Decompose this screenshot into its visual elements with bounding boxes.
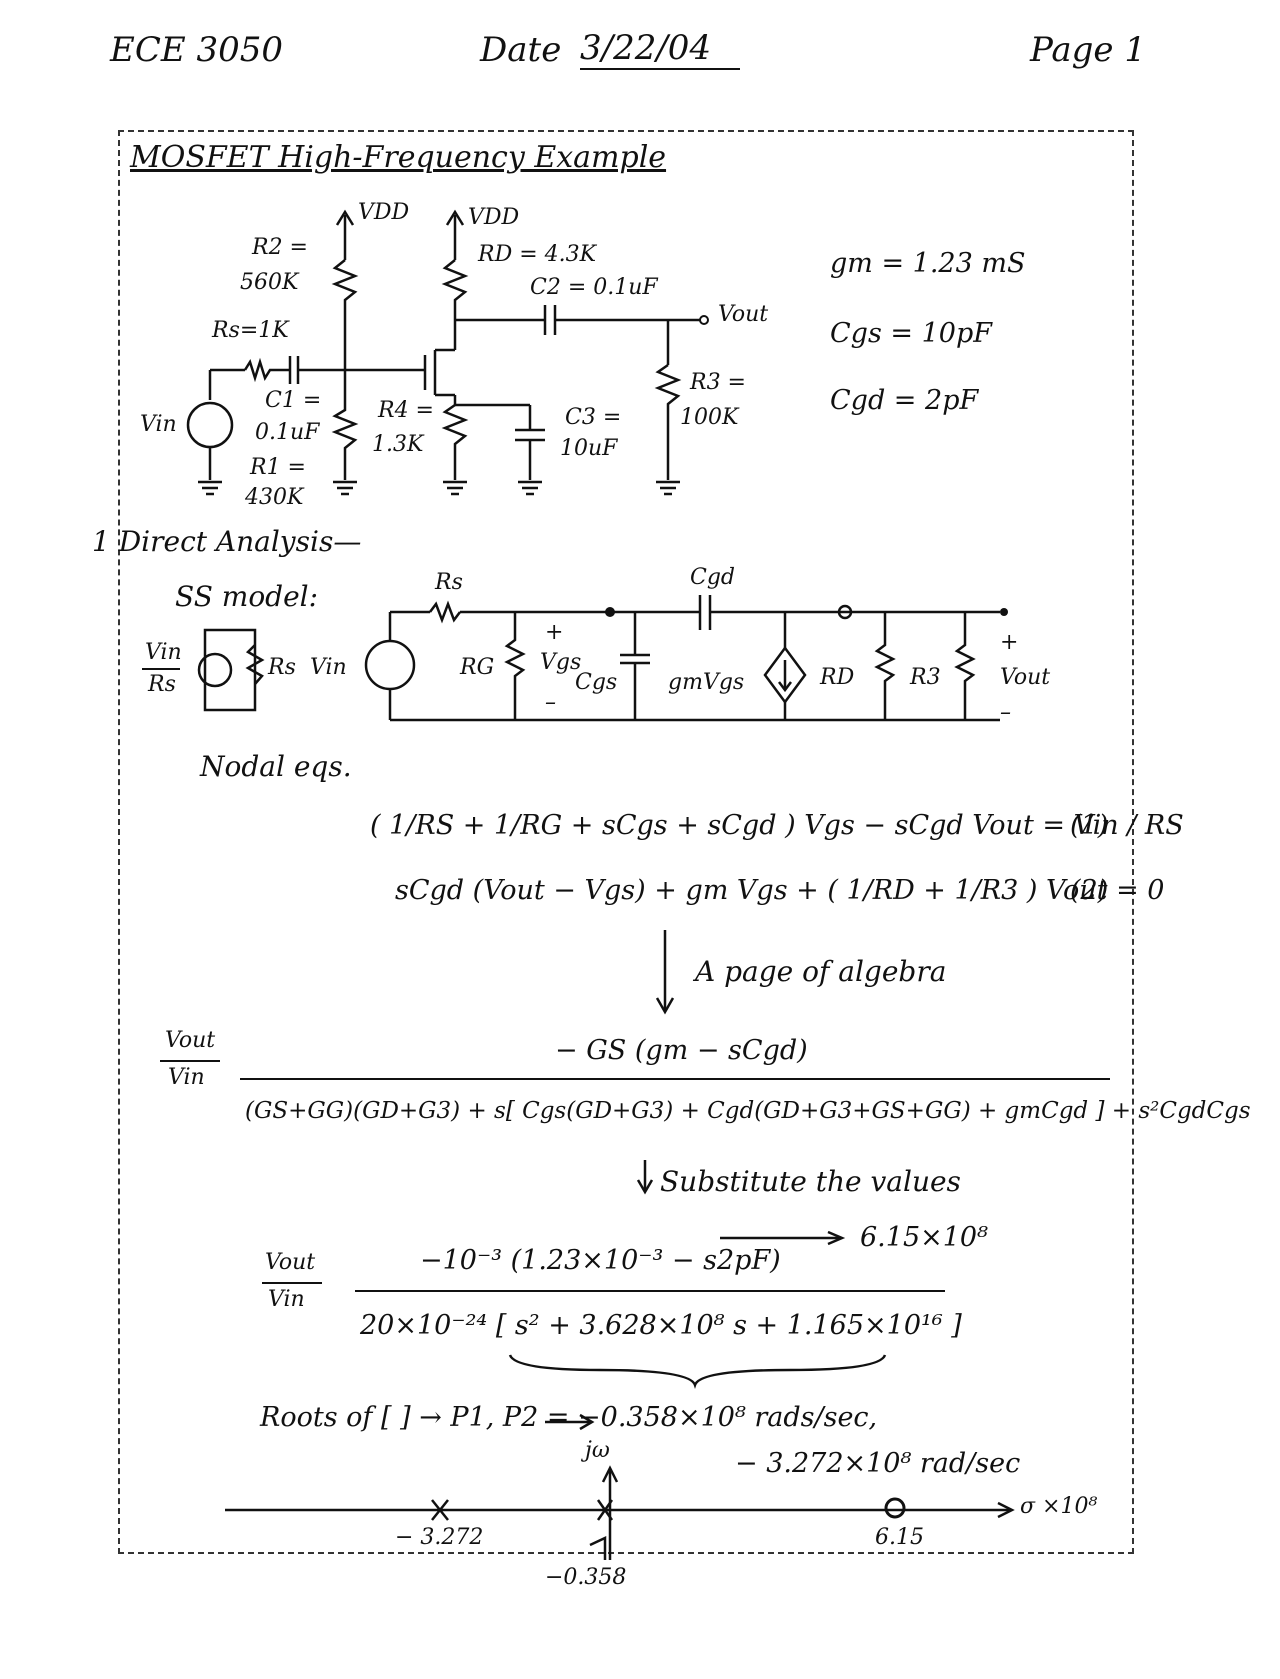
- date-label: Date: [480, 30, 562, 70]
- c3-value: 10uF: [560, 436, 618, 461]
- section-title: MOSFET High-Frequency Example: [130, 140, 667, 175]
- nodal-eq-2-number: (2): [1070, 875, 1109, 906]
- tf-lhs-bar: [160, 1060, 220, 1062]
- r4-value: 1.3K: [372, 432, 424, 457]
- c2-label: C2 = 0.1uF: [530, 275, 658, 300]
- substitute-note: Substitute the values: [660, 1165, 961, 1198]
- page-number: Page 1: [1030, 30, 1146, 70]
- r2-label: R2 =: [252, 235, 308, 260]
- ss-vout: Vout: [1000, 665, 1051, 690]
- r4-label: R4 =: [378, 398, 434, 423]
- c1-label: C1 =: [265, 388, 322, 413]
- ss-src-fraction-bar: [142, 668, 180, 670]
- vdd-label-2: VDD: [468, 205, 520, 230]
- sub-fraction-bar: [355, 1290, 945, 1292]
- cgs-value: Cgs = 10pF: [830, 318, 992, 349]
- tf-lhs-num: Vout: [165, 1028, 216, 1053]
- sub-lhs-den: Vin: [268, 1287, 305, 1312]
- r2-value: 560K: [240, 270, 299, 295]
- nodal-eq-1: ( 1/RS + 1/RG + sCgs + sCgd ) Vgs − sCgd…: [370, 810, 1184, 841]
- vin-label: Vin: [140, 412, 177, 437]
- ss-r3: R3: [910, 665, 941, 690]
- algebra-note: A page of algebra: [695, 955, 947, 988]
- ss-minus-vgs: –: [545, 690, 556, 715]
- pole-2-label: −0.358: [545, 1565, 627, 1590]
- ss-src-num: Vin: [145, 640, 182, 665]
- ss-minus-vout: –: [1000, 700, 1011, 725]
- r1-value: 430K: [245, 485, 304, 510]
- tf-denominator: (GS+GG)(GD+G3) + s[ Cgs(GD+G3) + Cgd(GD+…: [245, 1098, 1251, 1124]
- ss-plus-vout: +: [1000, 630, 1019, 655]
- sub-denominator: 20×10⁻²⁴ [ s² + 3.628×10⁸ s + 1.165×10¹⁶…: [360, 1310, 962, 1341]
- roots-text: Roots of [ ] → P1, P2 = −0.358×10⁸ rads/…: [260, 1402, 878, 1433]
- zero-label: 6.15: [875, 1525, 924, 1550]
- ss-rs: Rs: [435, 570, 463, 595]
- ss-vin: Vin: [310, 655, 347, 680]
- ss-gmvgs: gmVgs: [668, 670, 745, 695]
- tf-lhs-den: Vin: [168, 1065, 205, 1090]
- nodal-label: Nodal eqs.: [200, 750, 352, 783]
- ss-model-label: SS model:: [175, 580, 319, 613]
- tf-fraction-bar: [240, 1078, 1110, 1080]
- r3-value: 100K: [680, 405, 739, 430]
- cgd-value: Cgd = 2pF: [830, 385, 979, 416]
- course-title: ECE 3050: [110, 30, 283, 70]
- ss-src-den: Rs: [148, 672, 176, 697]
- ss-rg: RG: [460, 655, 495, 680]
- ss-cgd: Cgd: [690, 565, 735, 590]
- c1-value: 0.1uF: [255, 420, 320, 445]
- c3-label: C3 =: [565, 405, 622, 430]
- ss-rd: RD: [820, 665, 855, 690]
- vdd-label-1: VDD: [358, 200, 410, 225]
- r1-label: R1 =: [250, 455, 306, 480]
- pole-1-label: − 3.272: [395, 1525, 484, 1550]
- direct-analysis-heading: 1 Direct Analysis—: [92, 525, 362, 558]
- date-value: 3/22/04: [580, 28, 740, 70]
- ss-vgs: Vgs: [540, 650, 582, 675]
- ss-rs-left: Rs: [268, 655, 296, 680]
- nodal-eq-1-number: (1): [1070, 810, 1109, 841]
- rd-label: RD = 4.3K: [478, 242, 597, 267]
- ss-plus-vgs: +: [545, 620, 564, 645]
- gm-value: gm = 1.23 mS: [830, 248, 1026, 279]
- dashed-frame: [118, 130, 1134, 1554]
- sigma-axis-label: σ ×10⁸: [1020, 1494, 1098, 1519]
- zero-note: 6.15×10⁸: [860, 1222, 988, 1253]
- tf-numerator: − GS (gm − sCgd): [555, 1035, 808, 1066]
- sub-lhs-num: Vout: [265, 1250, 316, 1275]
- vout-label: Vout: [718, 302, 769, 327]
- nodal-eq-2: sCgd (Vout − Vgs) + gm Vgs + ( 1/RD + 1/…: [395, 875, 1165, 906]
- sub-lhs-bar: [262, 1282, 322, 1284]
- ss-cgs: Cgs: [575, 670, 618, 695]
- rs-label: Rs=1K: [212, 318, 289, 343]
- roots-text-2: − 3.272×10⁸ rad/sec: [735, 1448, 1021, 1479]
- jw-axis-label: jω: [585, 1438, 610, 1463]
- sub-numerator: −10⁻³ (1.23×10⁻³ − s2pF): [420, 1245, 781, 1276]
- r3-label: R3 =: [690, 370, 746, 395]
